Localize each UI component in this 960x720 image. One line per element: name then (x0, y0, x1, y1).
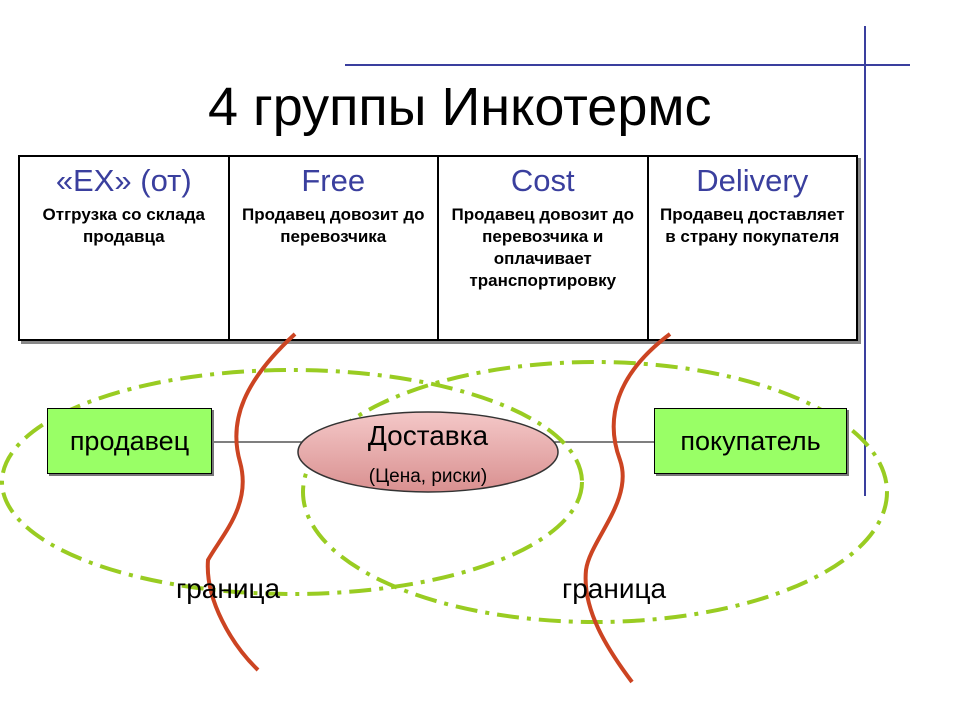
group-name: Cost (510, 163, 575, 198)
seller-box: продавец (47, 408, 212, 474)
border-curve-right (583, 332, 672, 684)
group-cost: Cost Продавец довозит до перевозчика и о… (439, 157, 649, 339)
page-title: 4 группы Инкотермс (208, 77, 712, 137)
group-description: Продавец довозит до перевозчика и оплачи… (451, 204, 635, 290)
border-label-left: граница (176, 573, 281, 604)
decor-vertical-line (864, 26, 866, 496)
delivery-oval (297, 411, 559, 493)
decor-horizontal-line (345, 64, 910, 66)
group-description: Продавец доставляет в страну покупателя (659, 204, 845, 246)
group-name: Delivery (696, 163, 809, 198)
group-name: Free (301, 163, 366, 198)
group-free: Free Продавец довозит до перевозчика (230, 157, 439, 339)
group-description: Отгрузка со склада продавца (42, 204, 205, 246)
group-description: Продавец довозит до перевозчика (241, 204, 425, 246)
group-delivery: Delivery Продавец доставляет в страну по… (649, 157, 857, 339)
incoterms-groups-table: «EX» (от) Отгрузка со склада продавца Fr… (18, 155, 858, 341)
buyer-box: покупатель (654, 408, 847, 474)
delivery-subtitle: (Цена, риски) (368, 466, 488, 487)
border-curve-left (205, 332, 297, 672)
border-label-right: граница (562, 573, 667, 604)
delivery-title: Доставка (367, 420, 489, 451)
seller-zone-ellipse (0, 368, 584, 596)
group-name: «EX» (от) (55, 163, 192, 198)
group-ex: «EX» (от) Отгрузка со склада продавца (20, 157, 230, 339)
